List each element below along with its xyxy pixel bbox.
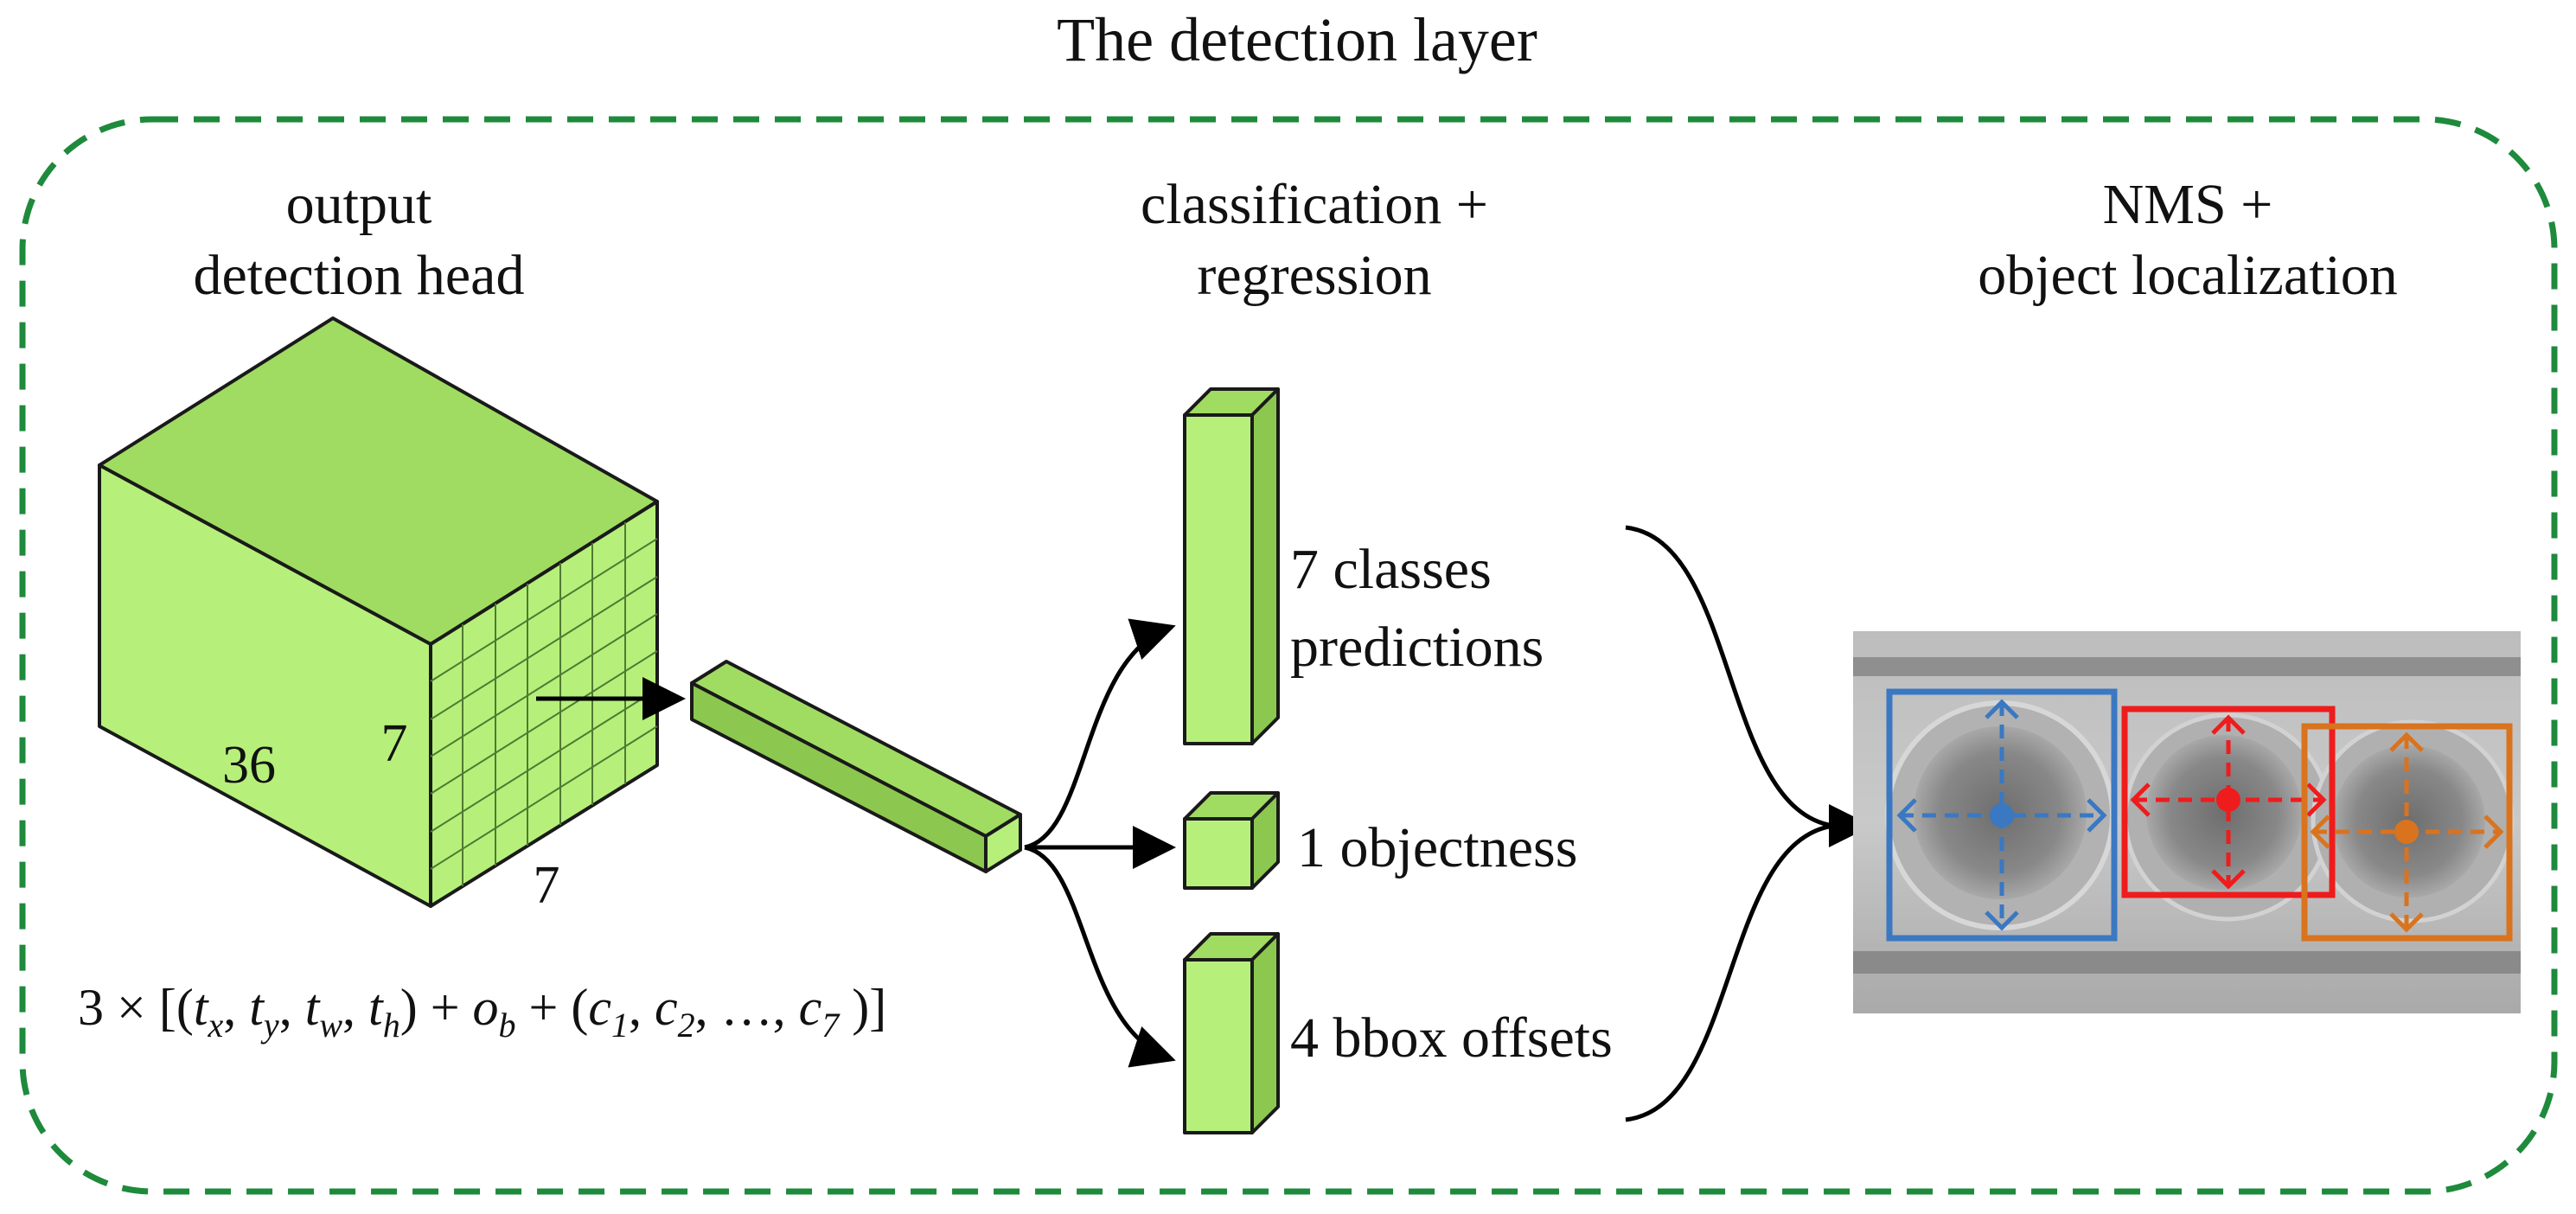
formula-tx-sub: x [207,1006,223,1045]
red-detection-box [2121,706,2336,898]
left-heading-line1: output [286,173,432,236]
formula-ob: o [473,979,499,1036]
cube-height-label: 7 [381,714,408,773]
formula-th-sub: h [383,1006,400,1045]
formula-plus2: + ( [516,979,589,1036]
objectness-label: 1 objectness [1297,816,1577,879]
detection-result-image [1853,631,2521,1013]
formula-ty-sub: y [260,1006,279,1045]
formula-c1-sub: 1 [611,1006,629,1045]
formula-c2: c [655,979,678,1036]
anchor-vector [690,660,1022,873]
formula-th: t [368,979,384,1036]
formula-ty: t [249,979,265,1036]
formula-c7: c [799,979,822,1036]
middle-heading-line1: classification + [1141,173,1488,236]
bbox-label: 4 bbox offsets [1290,1006,1613,1070]
left-heading-line2: detection head [194,244,525,307]
cube-side-face [429,500,659,908]
classes-prism [1183,387,1280,745]
middle-heading-line2: regression [1197,244,1431,307]
right-heading-line2: object localization [1978,244,2398,307]
formula-tx: t [194,979,209,1036]
merge-arrow [1625,525,1872,1122]
bbox-prism [1183,932,1280,1134]
classes-label-line2: predictions [1290,616,1544,679]
right-heading-line1: NMS + [2103,173,2273,236]
arrow-to-bbox [1024,845,1176,1068]
formula-prefix: 3 × [( [78,979,194,1036]
formula-ellipsis: … [721,979,773,1036]
formula-ob-sub: b [499,1006,516,1045]
formula-tw-sub: w [319,1006,342,1045]
orange-detection-box [2301,723,2513,942]
cube-width-label: 7 [534,856,560,915]
detection-layer-border [19,116,2558,1195]
formula-suffix: )] [839,979,886,1036]
formula-c2-sub: 2 [678,1006,695,1045]
formula-c1: c [588,979,611,1036]
formula-c7-sub: 7 [821,1006,841,1045]
diagram-title: The detection layer [1057,5,1537,74]
arrow-to-classes [1024,618,1176,850]
blue-detection-box [1886,688,2118,942]
cube-depth-label: 36 [222,736,276,795]
formula-close1: ) + [400,979,473,1036]
branch-arrows [1024,618,1176,1068]
cube-side-grid [430,522,658,886]
output-cube [98,316,659,908]
output-formula: 3 × [(tx, ty, tw, th) + ob + (c1, c2, …,… [78,979,886,1045]
classes-label-line1: 7 classes [1290,538,1492,601]
formula-tw: t [305,979,321,1036]
objectness-prism [1183,791,1280,890]
